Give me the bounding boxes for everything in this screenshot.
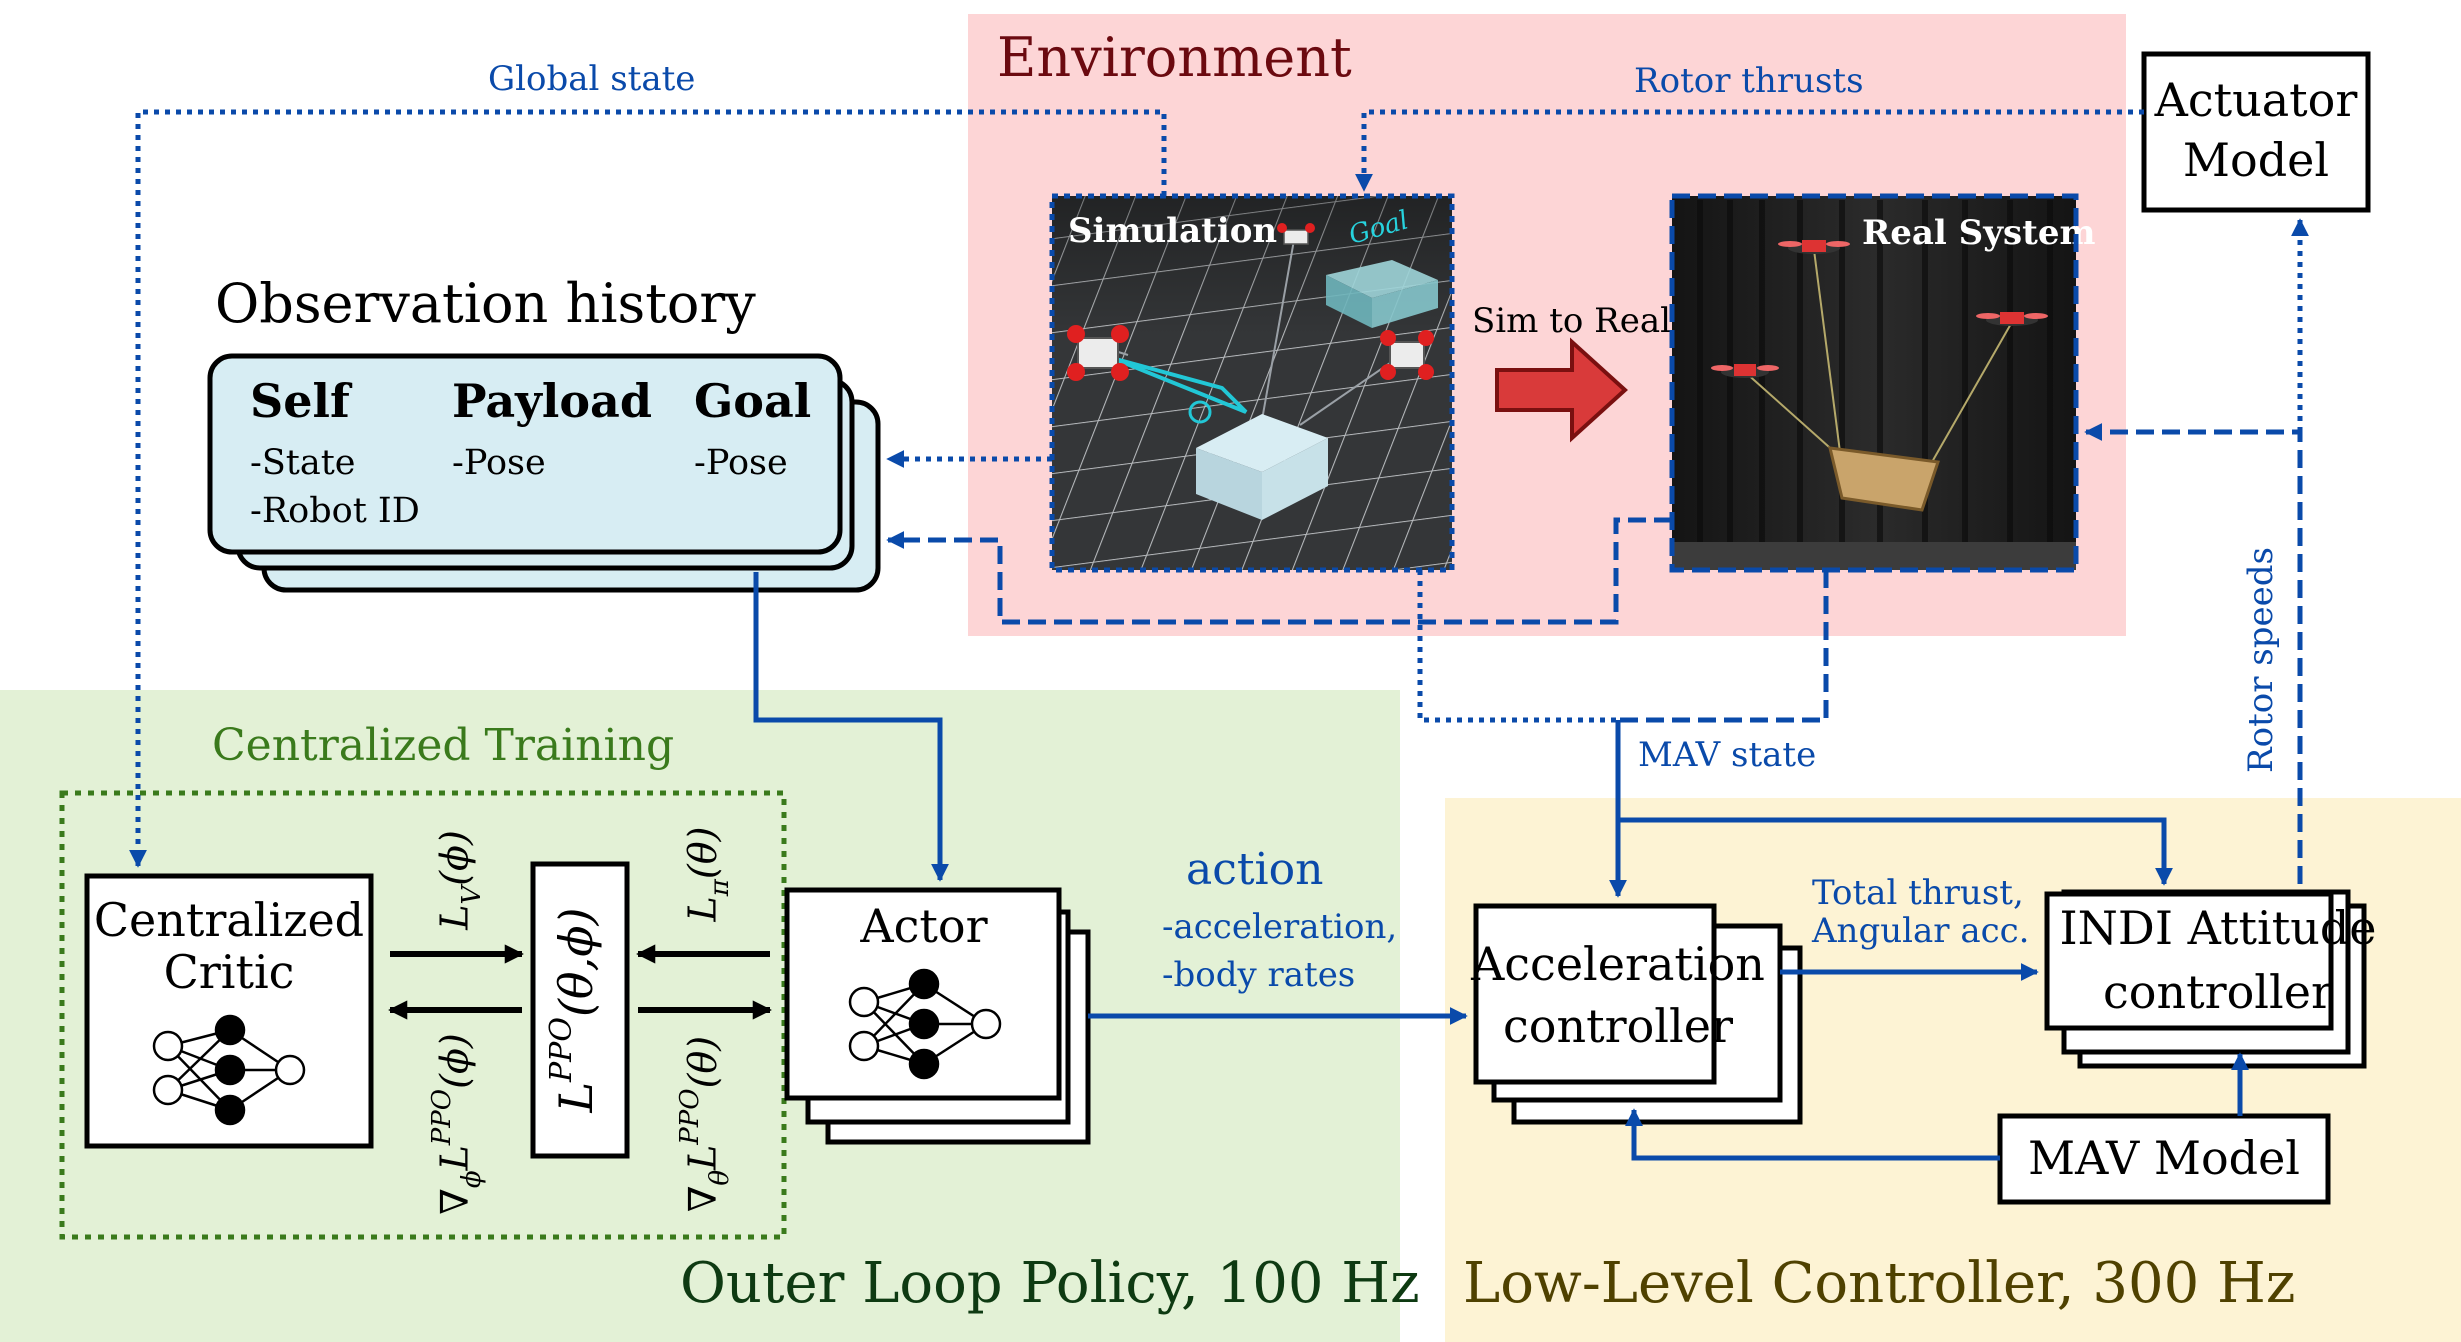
sim-drone-left — [1067, 325, 1129, 381]
obs-actor-arrow — [753, 572, 949, 882]
real-system-frame — [1669, 193, 2079, 573]
outer-loop-title: Outer Loop Policy, 100 Hz — [680, 1251, 1420, 1316]
acceleration-controller-block — [1473, 903, 1717, 1085]
real-state-path — [1618, 570, 1829, 723]
critic-label: Critic — [164, 945, 295, 999]
obs-self-heading: Self — [250, 374, 353, 428]
indi-label: INDI Attitude — [2060, 901, 2377, 955]
real-system-image: Real System — [1672, 196, 2095, 570]
critic-label: Centralized — [94, 893, 364, 947]
mav-model-block — [1997, 1113, 2331, 1205]
action-detail: -body rates — [1162, 955, 1355, 995]
acc-label: controller — [1503, 999, 1733, 1053]
real-obs-arrow — [886, 517, 1672, 625]
mav-state-indi-arrow — [1618, 817, 2173, 886]
real-drone-top — [1778, 240, 1850, 254]
real-drone-right — [1976, 312, 2048, 326]
real-drone-left — [1711, 364, 1779, 378]
simulation-frame — [1049, 193, 1455, 573]
action-label: action — [1186, 844, 1323, 895]
centralized-training-box — [59, 790, 787, 1240]
obs-payload-heading: Payload — [452, 374, 652, 428]
real-payload — [1828, 446, 1940, 512]
sim-drone-top — [1277, 223, 1315, 245]
mav-state-label: MAV state — [1638, 735, 1816, 775]
simulation-image: Goal Simulation — [1052, 196, 1452, 570]
obs-goal-heading: Goal — [694, 374, 811, 428]
actor-label: Actor — [859, 899, 987, 953]
indi-label: controller — [2103, 965, 2333, 1019]
observation-card — [207, 353, 843, 555]
obs-payload-line: -Pose — [452, 443, 546, 483]
obs-goal-line: -Pose — [694, 443, 788, 483]
ppo-loss-label: LPPO(θ,ϕ) — [544, 907, 604, 1113]
global-state-arrow — [129, 109, 1167, 868]
global-state-label: Global state — [488, 59, 695, 99]
real-system-label: Real System — [1862, 213, 2095, 253]
actuator-model-label: Model — [2183, 133, 2329, 187]
action-detail: -acceleration, — [1162, 907, 1397, 947]
obs-self-line: -Robot ID — [250, 491, 420, 531]
actuator-model-label: Actuator — [2154, 73, 2358, 127]
obs-self-line: -State — [250, 443, 356, 483]
sim-drone-right — [1380, 330, 1434, 380]
thrust-label: Total thrust, — [1812, 873, 2024, 913]
thrust-label: Angular acc. — [1811, 911, 2029, 951]
rotor-thrusts-label: Rotor thrusts — [1634, 61, 1864, 101]
indi-controller-block — [2044, 891, 2334, 1031]
low-level-title: Low-Level Controller, 300 Hz — [1463, 1251, 2295, 1316]
critic-network-icon — [152, 1014, 306, 1126]
ppo-loss-block — [530, 861, 630, 1159]
mav-model-label: MAV Model — [2028, 1131, 2300, 1185]
sim-to-real-arrow — [1495, 337, 1628, 443]
simulation-label: Simulation — [1068, 211, 1277, 251]
sim-to-real-label: Sim to Real — [1472, 301, 1671, 341]
observation-history-title: Observation history — [215, 272, 756, 335]
mav-model-acc-arrow — [1625, 1108, 2000, 1161]
centralized-training-label: Centralized Training — [212, 720, 674, 771]
actor-network-icon — [848, 968, 1002, 1080]
environment-title: Environment — [997, 26, 1352, 89]
acc-label: Acceleration — [1470, 937, 1765, 991]
rotor-speeds-label: Rotor speeds — [2241, 547, 2281, 773]
actuator-model-block — [2141, 51, 2371, 213]
